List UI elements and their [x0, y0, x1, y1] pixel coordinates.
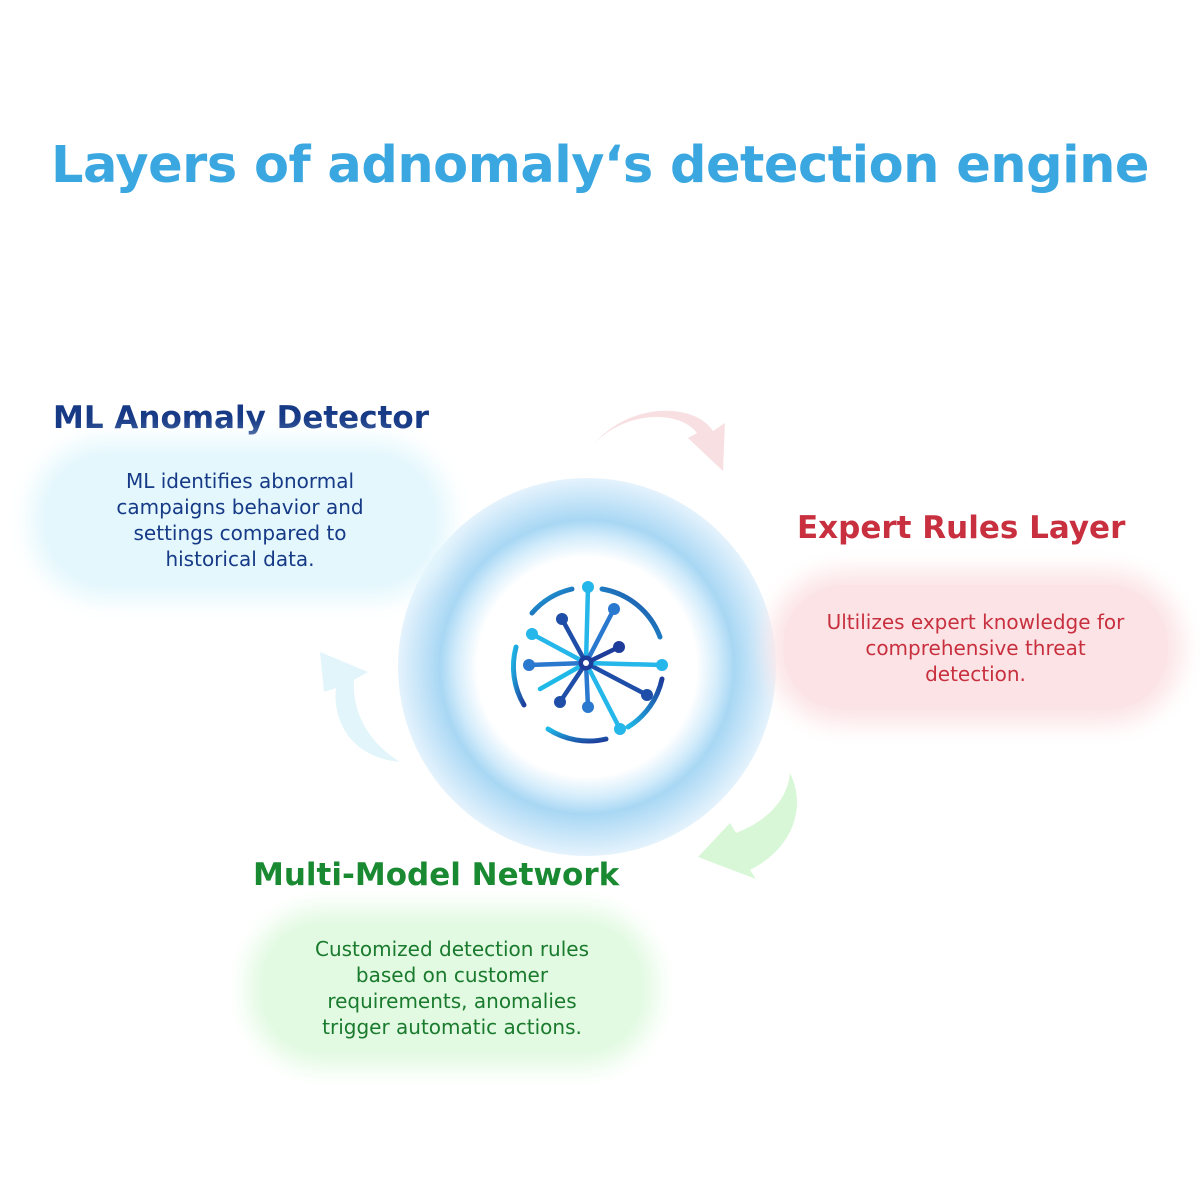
expert-rules-layer-description: Ultilizes expert knowledge for comprehen… [826, 609, 1125, 686]
ml-anomaly-detector-description: ML identifies abnormal campaigns behavio… [116, 469, 364, 571]
multi-model-network-bubble: Customized detection rules based on cust… [262, 923, 642, 1053]
ml-anomaly-detector-heading: ML Anomaly Detector [53, 400, 429, 436]
expert-rules-layer-heading: Expert Rules Layer [797, 510, 1126, 546]
multi-model-network-description: Customized detection rules based on cust… [314, 937, 590, 1039]
ml-anomaly-detector-bubble: ML identifies abnormal campaigns behavio… [45, 455, 435, 585]
cycle-arrow-icon [320, 652, 400, 762]
network-hub-icon [510, 581, 668, 744]
multi-model-network-heading: Multi-Model Network [253, 857, 620, 893]
cycle-arrow-icon [698, 773, 797, 879]
expert-rules-layer-bubble: Ultilizes expert knowledge for comprehen… [783, 585, 1168, 710]
page-title: Layers of adnomaly‘s detection engine [51, 136, 1150, 195]
cycle-arrow-icon [593, 410, 725, 471]
